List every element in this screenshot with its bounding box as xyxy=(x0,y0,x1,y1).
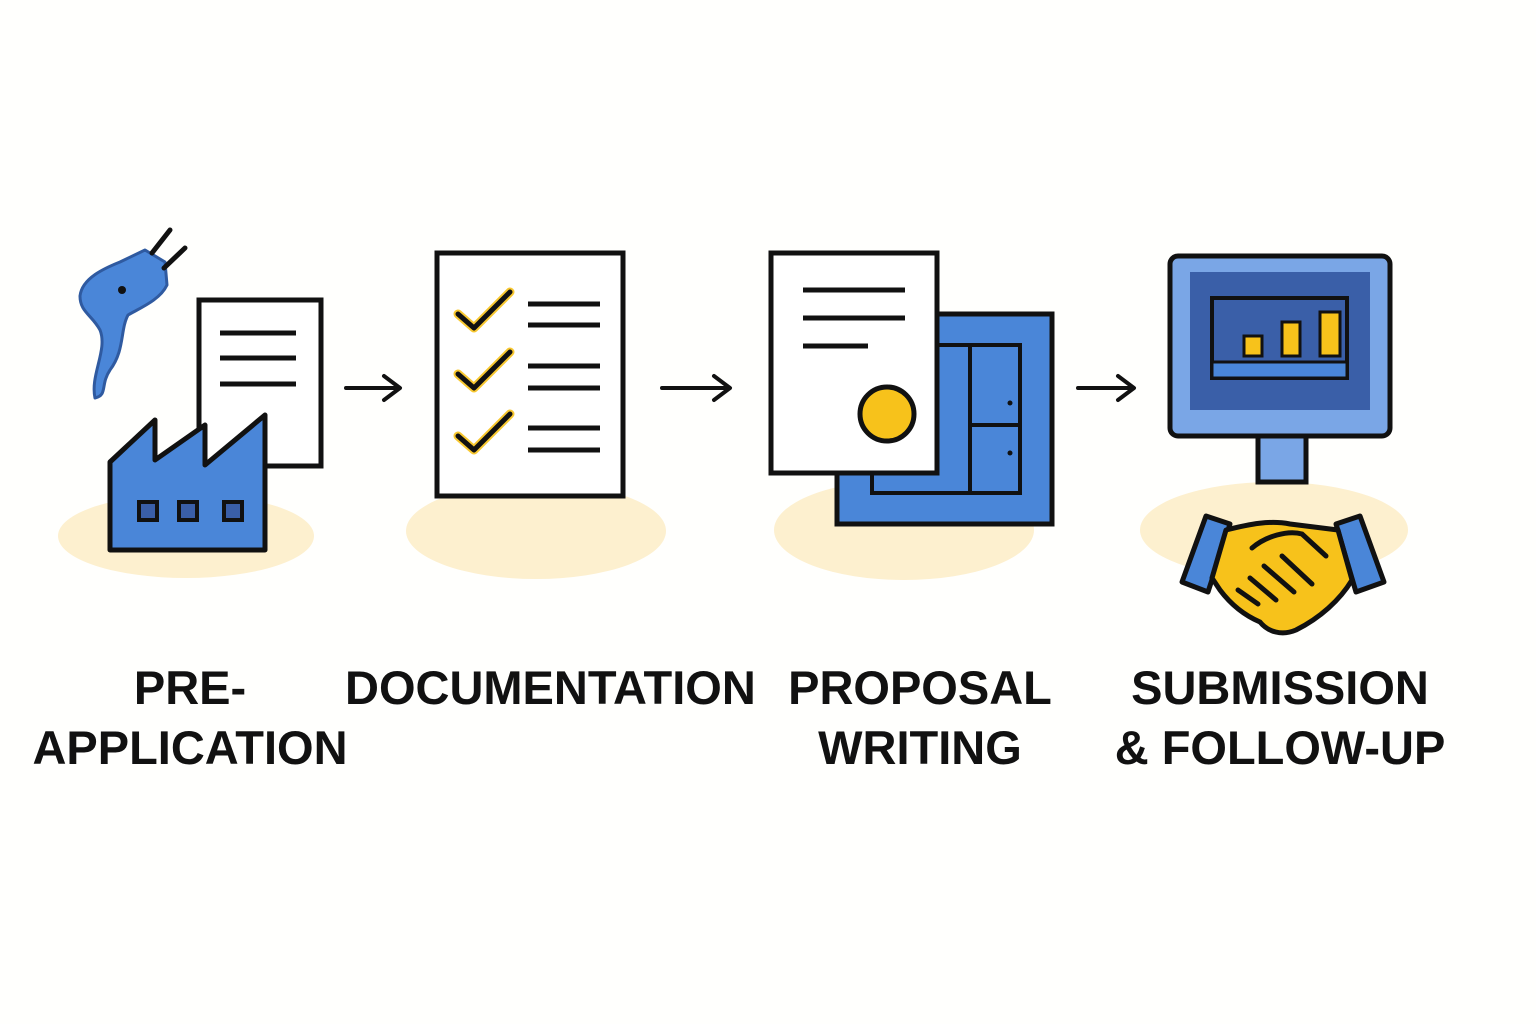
step-4-icon xyxy=(1140,253,1408,636)
factory-icon xyxy=(107,412,268,553)
arrow-2-icon xyxy=(660,374,732,402)
step-2-label-line-1: DOCUMENTATION xyxy=(345,661,756,714)
handshake-icon xyxy=(1179,513,1387,636)
document-icon xyxy=(196,297,324,469)
step-3-icon xyxy=(768,250,1055,580)
step-3-label-line-2: WRITING xyxy=(818,721,1022,774)
step-1-label-line-2: APPLICATION xyxy=(32,721,348,774)
step-1-label-line-1: PRE- xyxy=(133,661,247,714)
arrow-1-icon xyxy=(344,374,402,402)
checklist-icon xyxy=(434,250,626,499)
step-4-label-line-1: SUBMISSION xyxy=(1131,661,1429,714)
step-4-label-line-2: & FOLLOW-UP xyxy=(1114,721,1446,774)
step-2-icon xyxy=(406,250,666,579)
plug-icon xyxy=(78,227,188,400)
step-4-label: SUBMISSION & FOLLOW-UP xyxy=(1100,658,1460,778)
step-1-label: PRE- APPLICATION xyxy=(30,658,350,778)
arrow-3-icon xyxy=(1076,374,1136,402)
step-2-shadow xyxy=(406,483,666,579)
step-1-icon xyxy=(58,227,324,578)
step-2-label: DOCUMENTATION xyxy=(345,658,756,718)
proposal-document-icon xyxy=(768,250,940,476)
step-3-label: PROPOSAL WRITING xyxy=(760,658,1080,778)
step-3-label-line-1: PROPOSAL xyxy=(788,661,1052,714)
monitor-icon xyxy=(1167,253,1393,485)
seal-icon xyxy=(857,384,917,444)
